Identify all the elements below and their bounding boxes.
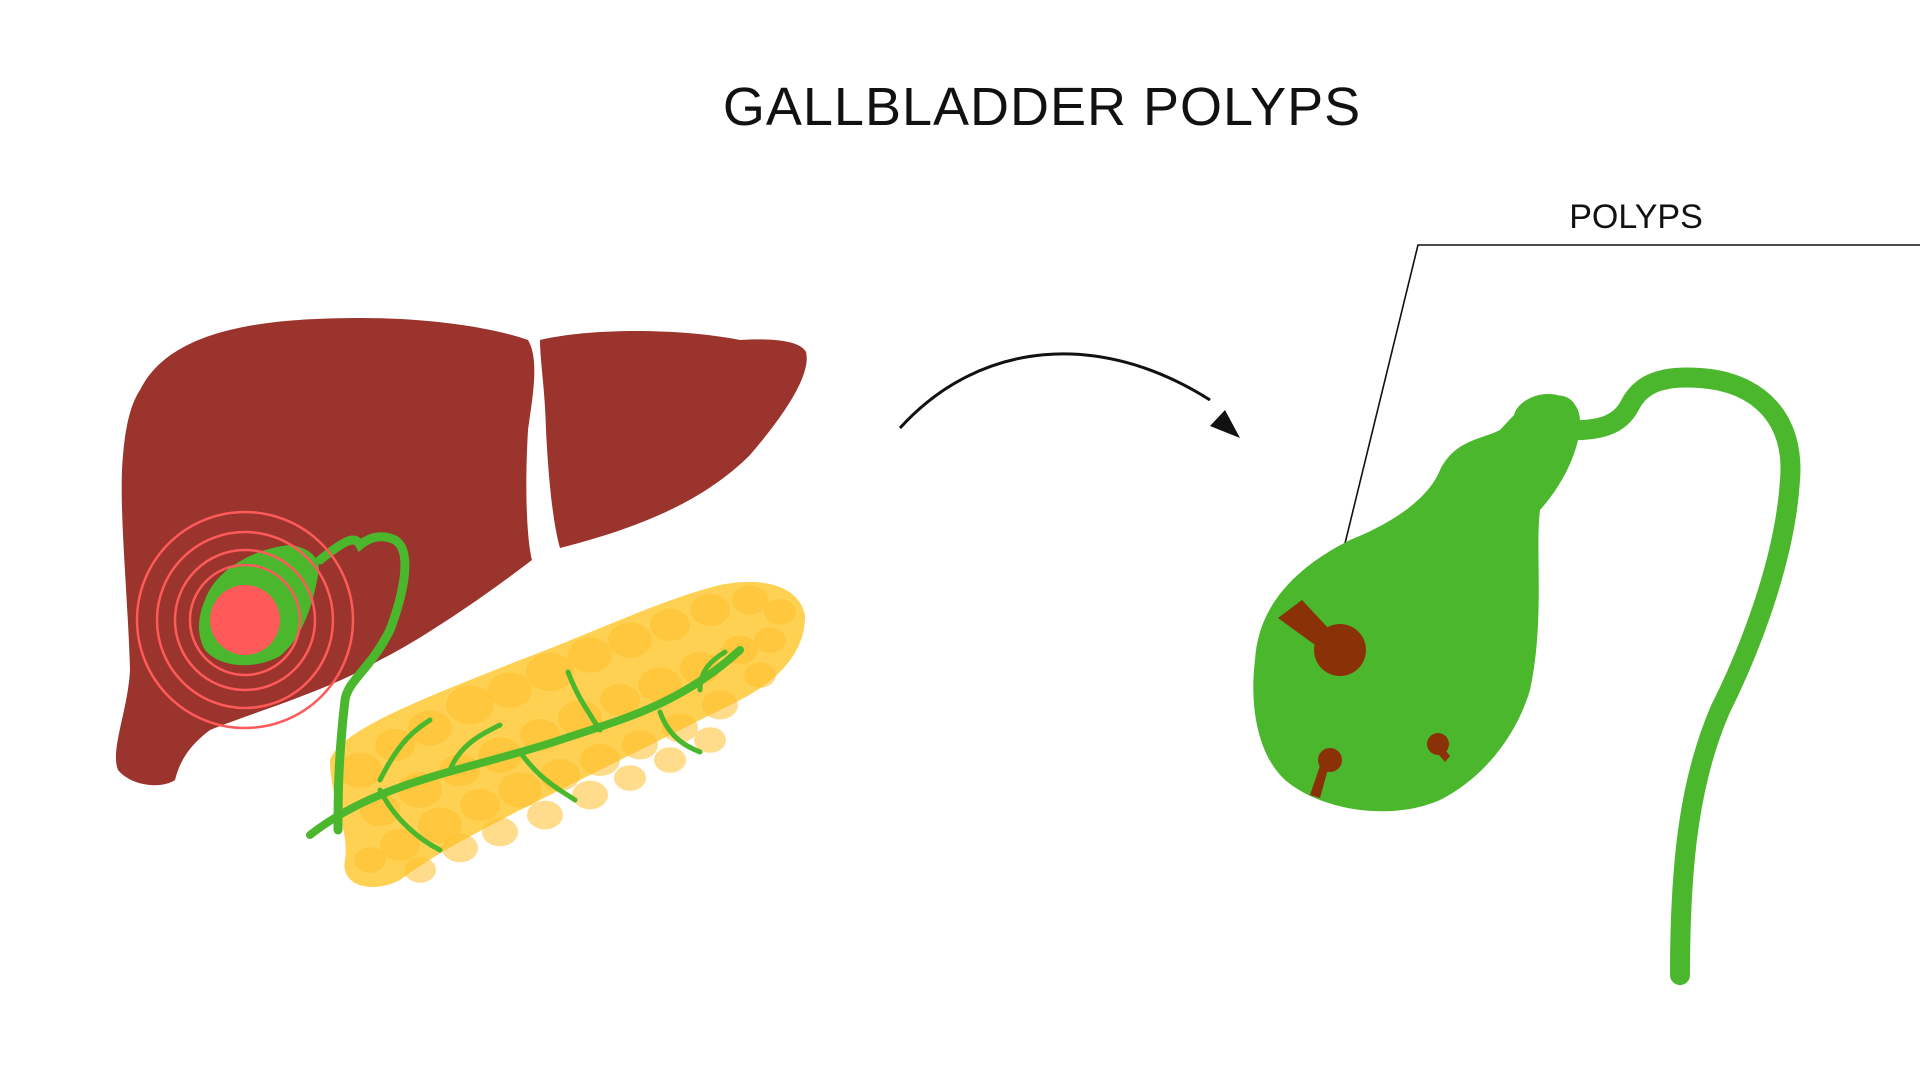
- pancreas-lobule: [375, 729, 415, 761]
- pancreas: [306, 581, 806, 888]
- pain-rings-icon: [135, 510, 355, 730]
- pancreatic-duct: [306, 646, 744, 853]
- pancreas-lobule: [580, 744, 620, 776]
- callout-label: POLYPS: [1569, 198, 1703, 236]
- pancreas-lobule: [690, 594, 730, 626]
- pancreas-lobule: [622, 730, 658, 760]
- pancreas-lobule: [488, 672, 532, 708]
- pancreas-lobule: [498, 772, 542, 808]
- pancreas-lobule: [354, 847, 386, 873]
- pancreas-lobule: [408, 710, 452, 746]
- pain-ring: [188, 563, 302, 677]
- pancreas-lobule: [764, 599, 796, 625]
- gallbladder-neck: [1512, 394, 1577, 452]
- polyp-lower-left: [1310, 748, 1342, 798]
- pancreas-lobule: [380, 829, 420, 861]
- pancreas-lobules: [338, 585, 796, 883]
- pancreas-lobule: [744, 662, 776, 688]
- pancreas-lobule: [482, 817, 518, 847]
- pancreas-lobule: [754, 627, 786, 653]
- pancreas-lobule: [608, 622, 652, 658]
- pancreas-lobule: [654, 747, 686, 773]
- diagram-title: GALLBLADDER POLYPS: [722, 77, 1362, 137]
- pancreas-lobule: [732, 585, 768, 615]
- liver-right-lobe: [540, 331, 807, 548]
- pancreas-lobule: [526, 652, 574, 692]
- pancreas-lobule: [442, 833, 478, 863]
- pancreas-lobule: [702, 690, 738, 720]
- pancreas-lobule: [446, 685, 494, 725]
- polyp-large: [1278, 600, 1366, 676]
- polyps: [1278, 600, 1450, 798]
- pain-ring: [173, 548, 317, 692]
- pancreas-lobule: [694, 727, 726, 753]
- large-gallbladder: [1253, 367, 1801, 985]
- pancreas-lobule: [600, 684, 640, 716]
- pain-center: [210, 585, 280, 655]
- pancreas-lobule: [650, 609, 690, 641]
- polyps-callout: POLYPS: [1337, 198, 1920, 573]
- curved-arrow-icon: [898, 352, 1240, 438]
- polyp-lower-right: [1427, 733, 1450, 762]
- pancreas-lobule: [614, 765, 646, 791]
- large-gallbladder-body: [1253, 395, 1581, 812]
- pancreas-lobule: [404, 857, 436, 883]
- pancreas-lobule: [568, 637, 612, 673]
- pancreas-lobule: [418, 807, 462, 843]
- pain-ring: [155, 530, 335, 710]
- pain-ring: [135, 510, 355, 730]
- small-bile-duct: [315, 532, 410, 835]
- pancreas-lobule: [540, 759, 580, 791]
- pancreas-lobule: [572, 780, 608, 810]
- large-bile-duct: [1550, 367, 1801, 985]
- pancreas-lobule: [460, 789, 500, 821]
- pancreas-lobule: [527, 800, 563, 830]
- pancreas-lobule: [338, 752, 382, 788]
